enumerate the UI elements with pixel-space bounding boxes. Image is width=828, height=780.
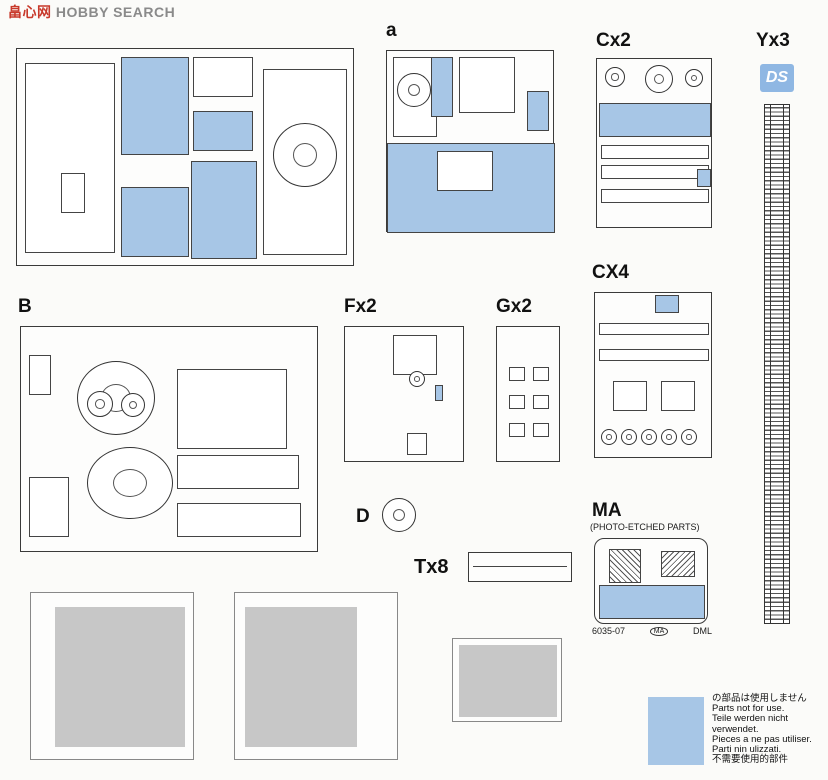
f-part-wheel: [409, 371, 425, 387]
sprue-label-cx4: CX4: [592, 262, 629, 283]
ma-part-left-mesh: [609, 549, 641, 583]
a-part-mid: [459, 57, 515, 113]
ma-subtitle: (PHOTO-ETCHED PARTS): [590, 522, 700, 532]
b-part-lower-left: [29, 477, 69, 537]
f-part-lower: [407, 433, 427, 455]
sprue-label-c: Cx2: [596, 30, 631, 51]
a-part-blue-strip: [527, 91, 549, 131]
g-part-4: [533, 395, 549, 409]
b-part-lower-right: [177, 455, 299, 489]
unused-parts-legend: の部品は使用しません Parts not for use. Teile werd…: [712, 693, 828, 766]
sprue-cx4: [594, 292, 712, 458]
sprue-ma: [594, 538, 708, 624]
sprue-figures-right: [452, 638, 562, 722]
ds-logo: DS: [760, 64, 794, 92]
c-part-wheel-1: [605, 67, 625, 87]
ma-footer-brand: DML: [692, 626, 712, 636]
b-part-right-block: [177, 369, 287, 449]
legend-line-it: Parti nin ulizzati.: [712, 744, 782, 756]
hull-part-floor: [25, 63, 115, 253]
f-part-blue: [435, 385, 443, 401]
sprue-b: [20, 326, 318, 552]
a-part-lower-white: [437, 151, 493, 191]
watermark-site-text: HOBBY SEARCH: [55, 4, 176, 20]
hull-part-floor-hatch: [61, 173, 85, 213]
legend-line-de: Teile werden nicht verwendet.: [712, 713, 789, 735]
sprue-f: [344, 326, 464, 462]
cx4-part-row-1: [599, 323, 709, 335]
unused-parts-swatch: [648, 697, 704, 765]
hull-part-mid-blue: [121, 187, 189, 257]
legend-line-ja: の部品は使用しません: [712, 693, 807, 704]
ma-part-blue-frame: [599, 585, 705, 619]
b-part-bottom-row: [177, 503, 301, 537]
cx4-part-roadwheel-3: [641, 429, 657, 445]
c-part-rail-3: [601, 189, 709, 203]
hull-part-right-blue: [193, 111, 253, 151]
sprue-figures-mid: [234, 592, 398, 760]
sprue-g: [496, 326, 560, 462]
figures-left-cluster: [55, 607, 185, 747]
cx4-part-roadwheel-4: [661, 429, 677, 445]
watermark-logo-text: 畠心网: [8, 4, 52, 20]
b-part-turret-ring: [87, 447, 173, 519]
sprue-c: [596, 58, 712, 228]
sprue-t: [468, 552, 572, 582]
hull-part-lower-blue: [191, 161, 257, 259]
ds-logo-text: DS: [765, 69, 789, 86]
sprue-label-a: a: [386, 20, 397, 41]
b-part-left-1: [29, 355, 51, 395]
ma-footer: 6035-07 MA DML: [592, 626, 712, 636]
c-part-wheel-2: [645, 65, 673, 93]
c-part-rail-1: [601, 145, 709, 159]
watermark: 畠心网 HOBBY SEARCH: [8, 2, 175, 22]
sprue-label-b: B: [18, 296, 32, 317]
g-part-5: [509, 423, 525, 437]
figures-mid-cluster: [245, 607, 357, 747]
c-part-rail-2: [601, 165, 709, 179]
figures-right-cluster: [459, 645, 557, 717]
g-part-3: [509, 395, 525, 409]
cx4-part-roadwheel-2: [621, 429, 637, 445]
cx4-part-blue: [655, 295, 679, 313]
sprue-label-y: Yx3: [756, 30, 790, 51]
cx4-part-sprocket-2: [661, 381, 695, 411]
sprue-figures-left: [30, 592, 194, 760]
sprue-label-t: Tx8: [414, 556, 449, 578]
c-part-blue-corner: [697, 169, 711, 187]
ma-footer-badge: MA: [649, 626, 669, 636]
sprue-label-ma: MA: [592, 500, 622, 521]
part-d-disc: [382, 498, 416, 532]
legend-line-fr: Pieces a ne pas utiliser.: [712, 733, 812, 745]
cx4-part-row-2: [599, 349, 709, 361]
sprue-label-g: Gx2: [496, 296, 532, 317]
ma-footer-code: 6035-07: [592, 626, 626, 636]
hull-part-small: [193, 57, 253, 97]
legend-line-en: Parts not for use.: [712, 703, 785, 715]
cx4-part-roadwheel-1: [601, 429, 617, 445]
sprue-label-d: D: [356, 506, 370, 527]
f-part-plate: [393, 335, 437, 375]
sprue-hull: [16, 48, 354, 266]
a-part-wheel: [397, 73, 431, 107]
b-part-hatch-1: [87, 391, 113, 417]
sprue-label-f: Fx2: [344, 296, 377, 317]
g-part-2: [533, 367, 549, 381]
c-part-blue-band: [599, 103, 711, 137]
t-part-bar: [473, 566, 567, 568]
track-link-strip: [764, 104, 790, 624]
a-part-blue-small: [431, 57, 453, 117]
sprue-a: [386, 50, 555, 233]
legend-line-zh: 不需要使用的部件: [712, 754, 789, 766]
cx4-part-roadwheel-5: [681, 429, 697, 445]
g-part-6: [533, 423, 549, 437]
hull-turret-ring: [273, 123, 337, 187]
cx4-part-sprocket-1: [613, 381, 647, 411]
g-part-1: [509, 367, 525, 381]
ma-part-right-mesh: [661, 551, 695, 577]
hull-part-upper-blue: [121, 57, 189, 155]
c-part-wheel-3: [685, 69, 703, 87]
b-part-hatch-2: [121, 393, 145, 417]
